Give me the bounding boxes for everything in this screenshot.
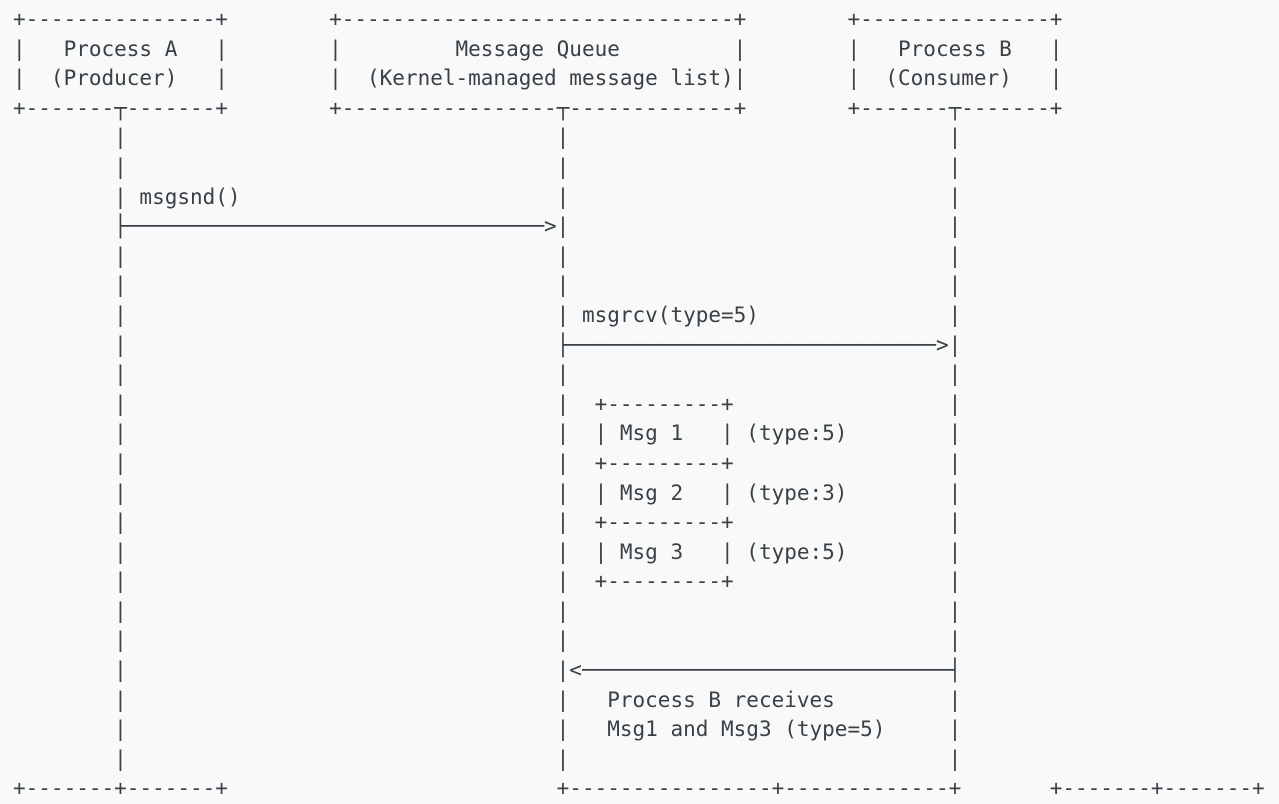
ascii-sequence-diagram: +---------------+ +---------------------… [13,7,1265,801]
message-queue-diagram-container: +---------------+ +---------------------… [13,7,1265,800]
